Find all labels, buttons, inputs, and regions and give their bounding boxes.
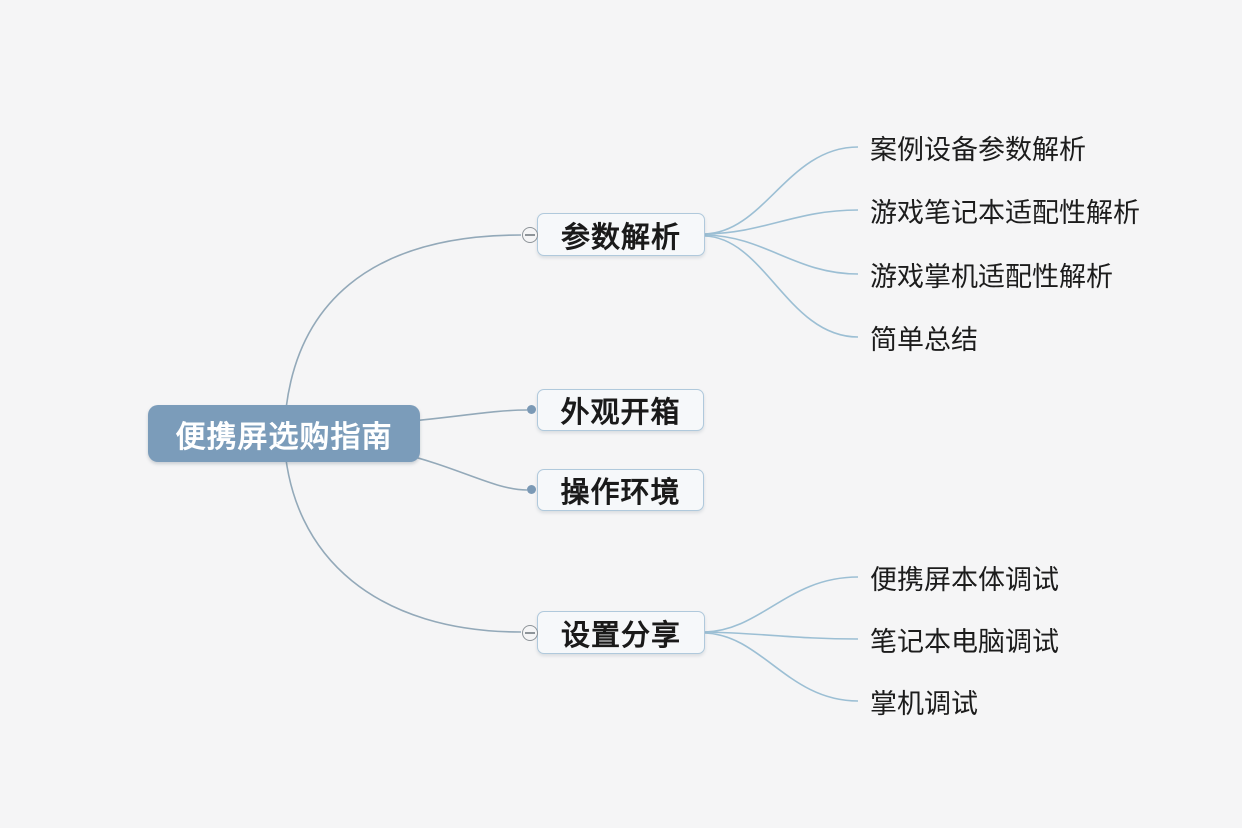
leaf-topic[interactable]: 便携屏本体调试 [870,564,1059,595]
branch-topic-appearance-unboxing[interactable]: 外观开箱 [537,389,704,431]
connector-branch3-to-leaf-2 [704,632,859,702]
leaf-topic[interactable]: 游戏笔记本适配性解析 [870,197,1140,228]
branch-topic-operating-environment[interactable]: 操作环境 [537,469,704,511]
connector-branch0-to-leaf-0 [704,146,859,235]
connector-branch3-to-leaf-1 [704,631,859,640]
connector-branch0-to-leaf-3 [704,235,859,338]
branch-connection-dot [527,405,536,414]
connector-branch0-to-leaf-1 [704,209,859,235]
branch-topic-settings-sharing[interactable]: 设置分享 [537,611,705,654]
root-topic[interactable]: 便携屏选购指南 [148,405,420,462]
collapse-toggle-icon[interactable] [522,625,538,641]
leaf-topic[interactable]: 笔记本电脑调试 [870,626,1059,657]
connector-branch3-to-leaf-0 [704,576,859,633]
branch-topic-parameter-analysis[interactable]: 参数解析 [537,213,705,256]
connector-root-to-branch-3 [283,437,522,633]
branch-connection-dot [527,485,536,494]
leaf-topic[interactable]: 简单总结 [870,324,978,355]
leaf-topic[interactable]: 掌机调试 [870,688,978,719]
leaf-topic[interactable]: 游戏掌机适配性解析 [870,261,1113,292]
connector-branch0-to-leaf-2 [704,234,859,275]
leaf-topic[interactable]: 案例设备参数解析 [870,134,1086,165]
collapse-toggle-icon[interactable] [522,227,538,243]
